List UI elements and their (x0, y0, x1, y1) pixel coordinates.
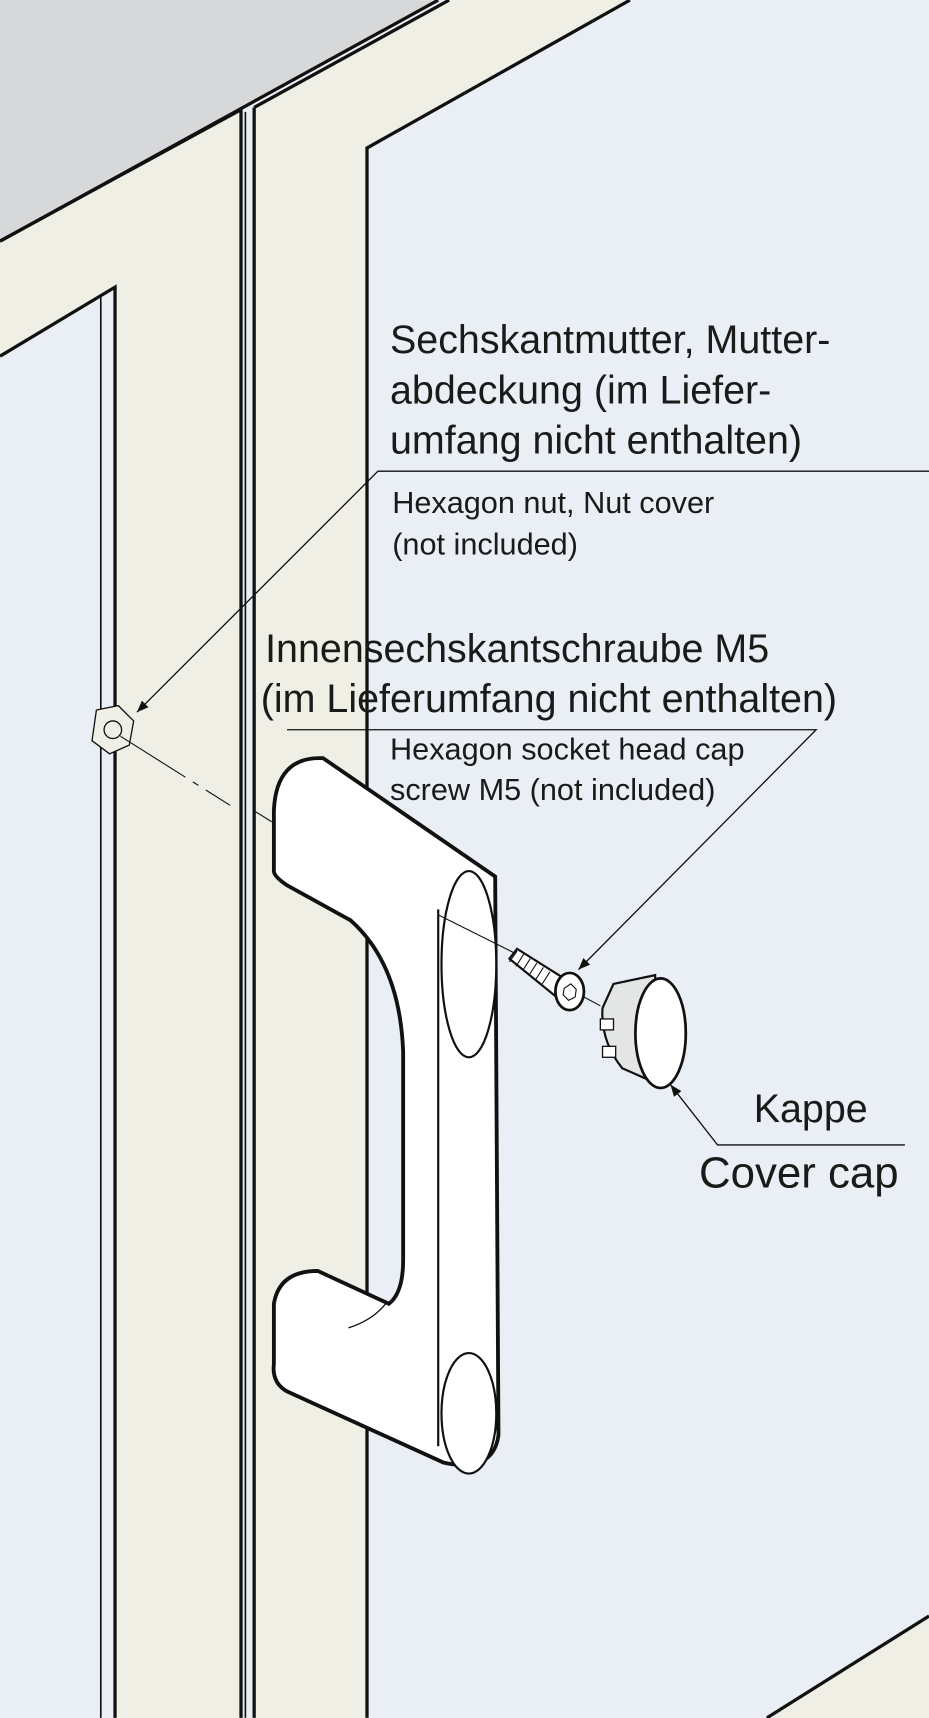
screw-label-de-1: Innensechskantschraube M5 (265, 627, 769, 671)
nut-label-de-1: Sechskantmutter, Mutter- (390, 318, 830, 362)
nut-label-en-2: (not included) (392, 527, 578, 561)
screw-label-de-2: (im Lieferumfang nicht enthalten) (261, 677, 837, 721)
left-door-glass (0, 287, 116, 1718)
cap-label-en: Cover cap (699, 1149, 899, 1198)
handle-icon (271, 756, 501, 1475)
hexagon-nut-icon (91, 704, 135, 755)
cap-label-de: Kappe (754, 1087, 868, 1131)
nut-label-en-1: Hexagon nut, Nut cover (392, 486, 714, 520)
nut-label-de-2: abdeckung (im Liefer- (390, 368, 771, 412)
right-door-glass (366, 0, 929, 1718)
right-door-frame (254, 0, 929, 1718)
screw-label-en-1: Hexagon socket head cap (390, 732, 744, 766)
socket-screw-icon (507, 947, 586, 1012)
screw-label-en-2: screw M5 (not included) (390, 773, 715, 807)
nut-label-de-3: umfang nicht enthalten) (390, 419, 802, 463)
cover-cap-icon (599, 973, 688, 1090)
